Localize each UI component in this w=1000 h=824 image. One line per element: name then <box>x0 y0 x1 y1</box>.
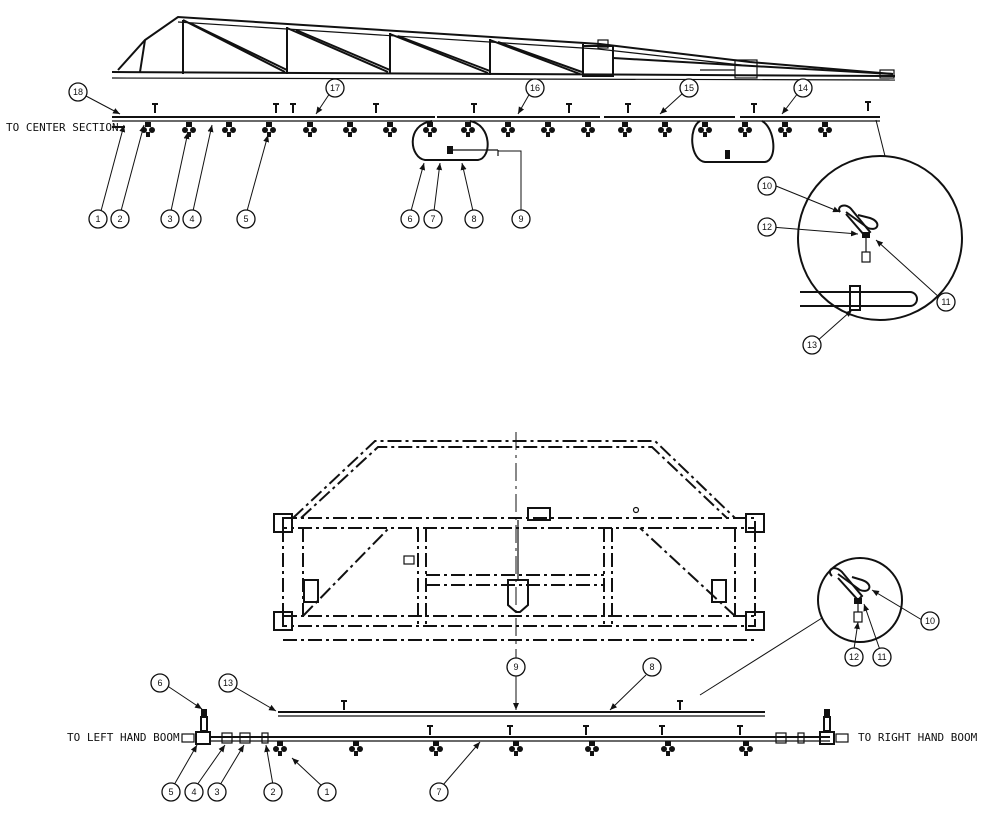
svg-text:11: 11 <box>877 652 886 662</box>
svg-text:5: 5 <box>243 214 248 224</box>
svg-text:7: 7 <box>430 214 435 224</box>
balloon-top-18: 18 <box>68 82 88 102</box>
center-frame <box>273 432 765 700</box>
balloon-top-6: 6 <box>400 209 420 229</box>
balloon-bottom-7: 7 <box>429 782 449 802</box>
boom-spray-bar <box>112 116 880 122</box>
svg-text:17: 17 <box>330 83 340 93</box>
balloon-top-13: 13 <box>802 335 822 355</box>
balloon-top-3: 3 <box>160 209 180 229</box>
svg-text:16: 16 <box>530 83 540 93</box>
svg-text:10: 10 <box>925 616 935 626</box>
balloon-top-11: 11 <box>936 292 956 312</box>
balloon-top-10: 10 <box>757 176 777 196</box>
svg-text:2: 2 <box>270 787 275 797</box>
svg-text:1: 1 <box>324 787 329 797</box>
balloon-bottom-9: 9 <box>506 657 526 677</box>
leader-lines <box>85 92 941 788</box>
svg-text:14: 14 <box>798 83 808 93</box>
balloon-bottom-1: 1 <box>317 782 337 802</box>
svg-text:8: 8 <box>471 214 476 224</box>
balloon-top-4: 4 <box>182 209 202 229</box>
balloon-top-2: 2 <box>110 209 130 229</box>
balloon-bottom-13: 13 <box>218 673 238 693</box>
balloon-top-12: 12 <box>757 217 777 237</box>
balloon-bottom-3: 3 <box>207 782 227 802</box>
svg-text:5: 5 <box>168 787 173 797</box>
balloon-bottom-5: 5 <box>161 782 181 802</box>
balloon-top-1: 1 <box>88 209 108 229</box>
svg-text:3: 3 <box>167 214 172 224</box>
balloon-bottom-10: 10 <box>920 611 940 631</box>
balloon-bottom-12: 12 <box>844 647 864 667</box>
balloon-bottom-2: 2 <box>263 782 283 802</box>
svg-text:4: 4 <box>189 214 194 224</box>
boom-truss <box>111 15 896 81</box>
detail-view-top <box>797 119 963 321</box>
svg-text:12: 12 <box>849 652 859 662</box>
to-left-hand-boom-label: TO LEFT HAND BOOM <box>67 731 180 744</box>
svg-text:3: 3 <box>214 787 219 797</box>
svg-text:15: 15 <box>684 83 694 93</box>
center-spray-bar <box>181 709 849 745</box>
svg-text:13: 13 <box>807 340 817 350</box>
svg-text:9: 9 <box>513 662 518 672</box>
svg-text:6: 6 <box>407 214 412 224</box>
tee-fittings-bottom <box>340 700 744 736</box>
svg-text:12: 12 <box>762 222 772 232</box>
balloon-top-9: 9 <box>511 209 531 229</box>
balloon-top-14: 14 <box>793 78 813 98</box>
balloon-top-16: 16 <box>525 78 545 98</box>
to-center-section-label: TO CENTER SECTION <box>6 121 119 134</box>
svg-text:9: 9 <box>518 214 523 224</box>
balloon-top-7: 7 <box>423 209 443 229</box>
tee-fittings-top <box>151 101 872 114</box>
balloon-bottom-8: 8 <box>642 657 662 677</box>
svg-text:18: 18 <box>73 87 83 97</box>
balloon-top-15: 15 <box>679 78 699 98</box>
balloon-top-8: 8 <box>464 209 484 229</box>
svg-text:11: 11 <box>941 297 950 307</box>
balloon-bottom-6: 6 <box>150 673 170 693</box>
balloon-top-5: 5 <box>236 209 256 229</box>
balloon-bottom-4: 4 <box>184 782 204 802</box>
svg-text:8: 8 <box>649 662 654 672</box>
svg-text:6: 6 <box>157 678 162 688</box>
svg-text:4: 4 <box>191 787 196 797</box>
svg-text:10: 10 <box>762 181 772 191</box>
svg-text:7: 7 <box>436 787 441 797</box>
breakaway-loops <box>411 120 775 163</box>
balloon-bottom-11: 11 <box>872 647 892 667</box>
svg-text:13: 13 <box>223 678 233 688</box>
to-right-hand-boom-label: TO RIGHT HAND BOOM <box>858 731 978 744</box>
svg-text:2: 2 <box>117 214 122 224</box>
nozzle-bodies-bottom <box>273 741 753 756</box>
svg-text:1: 1 <box>95 214 100 224</box>
balloon-top-17: 17 <box>325 78 345 98</box>
detail-view-bottom <box>699 557 903 696</box>
